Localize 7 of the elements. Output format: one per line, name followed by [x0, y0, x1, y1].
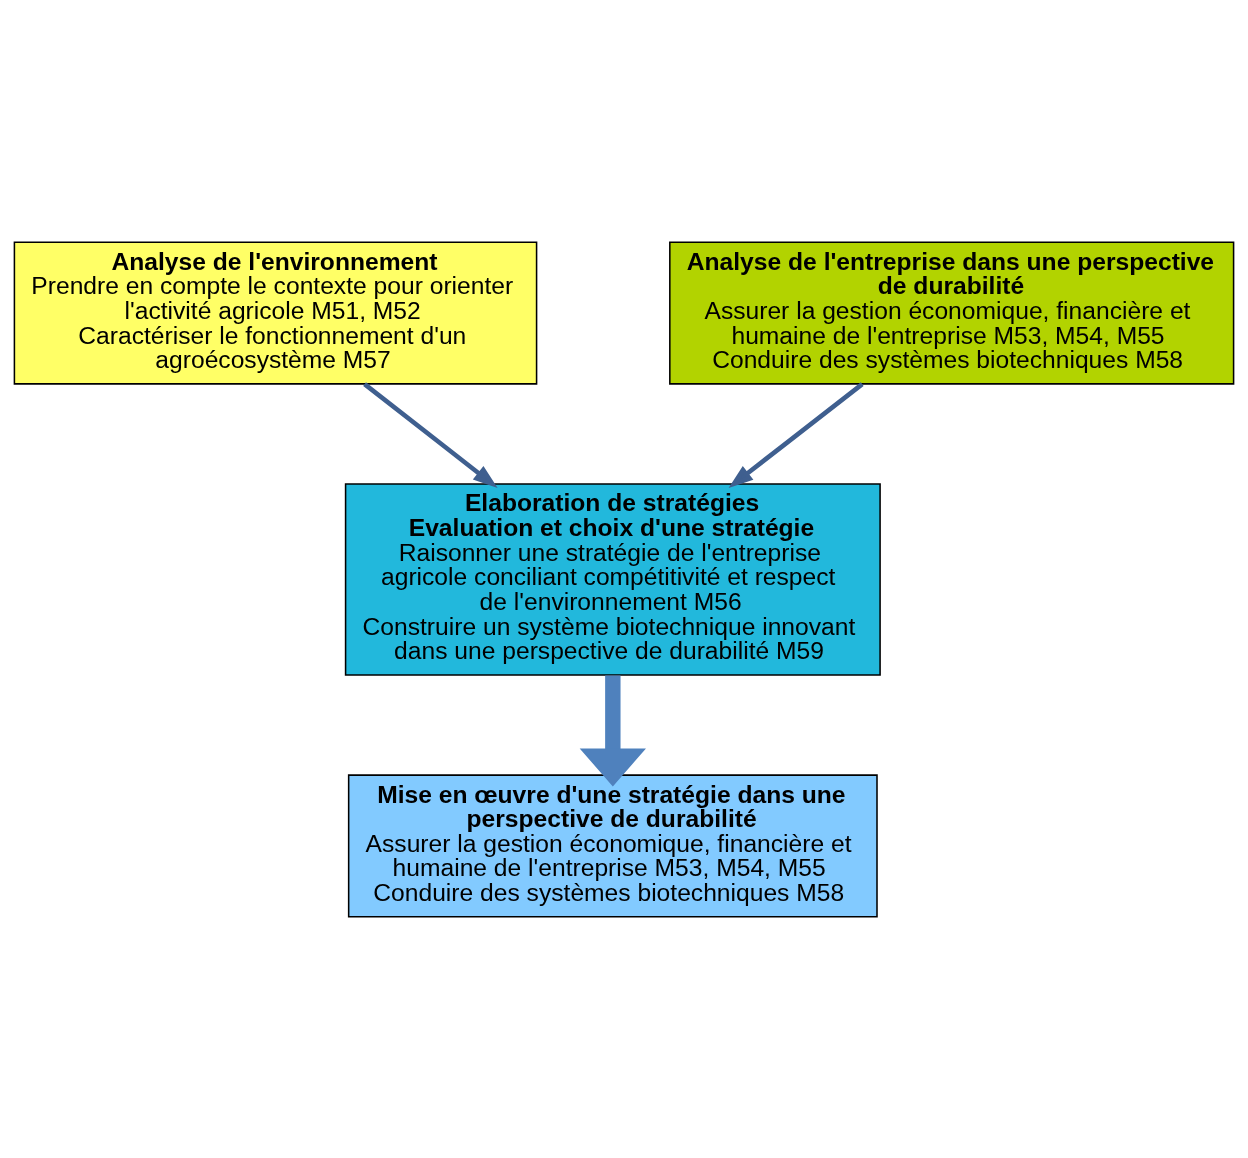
node-box: Elaboration de stratégies Evaluation et choix d'une stratégie Raisonner une stratégie de l'entreprise agricole conciliant compétitivité et respect de l'environnement M56 Construire un système biotechnique innovant dans une perspective de durabilité M59 — [344, 482, 881, 676]
node-box: Mise en œuvre d'une stratégie dans une perspective de durabilité Assurer la gestion économique, financière et humaine de l'entreprise M53, M54, M55 Conduire des systèmes biotechniques M58 — [347, 773, 878, 918]
arrow — [579, 674, 646, 786]
arrow — [728, 381, 864, 488]
node-box: Analyse de l'entreprise dans une perspective de durabilité Assurer la gestion économique, financière et humaine de l'entreprise M53, M54, M55 Conduire des systèmes biotechniques M58 — [669, 240, 1235, 385]
arrow — [363, 381, 498, 488]
node-box: Analyse de l'environnement Prendre en compte le contexte pour orienter l'activité agricole M51, M52 Caractériser le fonctionnement d'un agroécosystème M57 — [13, 240, 538, 385]
